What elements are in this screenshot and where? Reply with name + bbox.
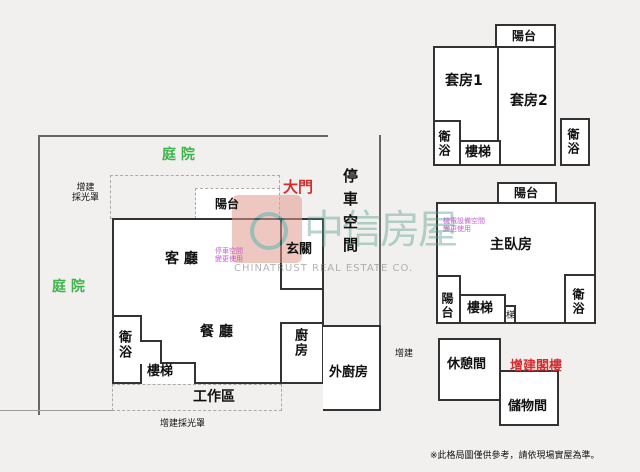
extension-label: 增建 bbox=[395, 349, 414, 359]
master-bedroom-label: 主臥房 bbox=[490, 237, 532, 253]
living-room-label: 客 廳 bbox=[165, 251, 198, 267]
entrance-label: 玄關 bbox=[286, 242, 313, 257]
dining-room-label: 餐 廳 bbox=[200, 324, 233, 340]
master-balcony-label: 陽台 bbox=[514, 186, 539, 200]
master-bath bbox=[564, 274, 596, 324]
outer-kitchen-label: 外廚房 bbox=[329, 365, 369, 380]
work-area-label: 工作區 bbox=[193, 389, 235, 405]
parking-note: 停車空間 變更使用 bbox=[215, 247, 243, 263]
suite1-label: 套房1 bbox=[445, 73, 483, 89]
master-side-balcony-label: 陽台 bbox=[440, 292, 454, 320]
skylight-top-label: 增建 採光罩 bbox=[72, 183, 100, 203]
bathroom-label: 衛浴 bbox=[116, 330, 131, 360]
stairs-step bbox=[140, 340, 162, 364]
suite2-room bbox=[497, 46, 556, 166]
yard-top-label: 庭 院 bbox=[162, 147, 195, 163]
attic-title: 增建閣樓 bbox=[510, 359, 563, 374]
upper-stairs-label: 樓梯 bbox=[465, 145, 492, 160]
upper-bath-right bbox=[560, 118, 590, 166]
kitchen-room bbox=[280, 322, 324, 384]
footer-note: ※此格局圖僅供參考，請依現場實屋為準。 bbox=[430, 451, 600, 461]
parking-label: 停車空間 bbox=[341, 168, 359, 260]
yard-left-label: 庭 院 bbox=[52, 279, 85, 295]
storage-room bbox=[499, 370, 559, 426]
brand-cn-name: 中信房屋 bbox=[304, 207, 458, 253]
storage-label: 儲物間 bbox=[508, 399, 548, 414]
lounge-room bbox=[438, 338, 501, 401]
main-door-label: 大門 bbox=[283, 178, 314, 196]
balcony-label: 陽台 bbox=[215, 197, 240, 211]
lounge-label: 休憩間 bbox=[447, 357, 487, 372]
brand-en-name: CHINATRUST REAL ESTATE CO. bbox=[234, 263, 414, 274]
kitchen-label: 廚房 bbox=[292, 328, 307, 358]
master-stairs-small-label: 梯 bbox=[506, 311, 516, 321]
master-stairs-label: 樓梯 bbox=[467, 301, 494, 316]
master-bath-label: 衛浴 bbox=[571, 288, 585, 316]
upper-stairs bbox=[459, 140, 501, 166]
skylight-bottom-label: 增建採光罩 bbox=[160, 419, 206, 429]
upper-bath-left-label: 衛浴 bbox=[437, 130, 451, 158]
brand-logo-ring-icon bbox=[250, 212, 288, 250]
stairs-ground bbox=[140, 362, 196, 384]
suite2-label: 套房2 bbox=[510, 93, 548, 109]
upper-balcony-label: 陽台 bbox=[512, 29, 537, 43]
outer-kitchen-room bbox=[323, 325, 381, 411]
work-area-room bbox=[112, 384, 282, 411]
stairs-label: 樓梯 bbox=[147, 364, 174, 379]
master-stairs-small bbox=[504, 305, 516, 324]
master-note: 機電設備空間 變更使用 bbox=[443, 217, 485, 233]
upper-bath-right-label: 衛浴 bbox=[566, 128, 580, 156]
